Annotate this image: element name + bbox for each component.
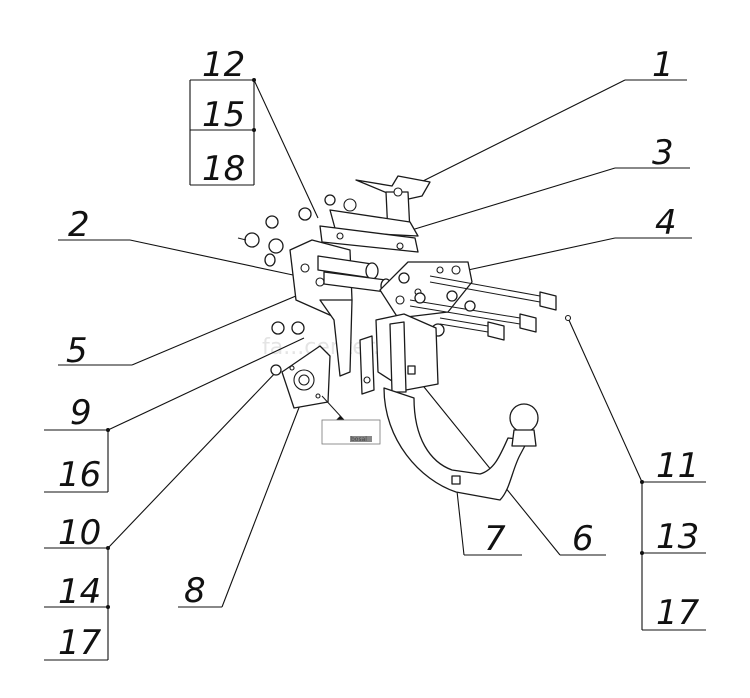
part-11-bolts — [409, 275, 572, 341]
callout-6: 6 — [572, 519, 594, 559]
callout-12: 12 — [202, 45, 245, 85]
part-3-crossbar — [319, 225, 419, 253]
tag-brand: bosal — [351, 436, 367, 443]
part-5-connector — [359, 335, 375, 395]
callout-10: 10 — [58, 513, 101, 553]
callout-14: 14 — [58, 572, 101, 612]
callout-5: 5 — [66, 331, 88, 371]
callout-18: 18 — [202, 149, 245, 189]
callout-2: 2 — [68, 205, 90, 245]
part-4-right-plate — [379, 261, 473, 319]
callout-8: 8 — [184, 571, 206, 611]
callout-4: 4 — [655, 203, 677, 243]
callout-13: 13 — [656, 517, 699, 557]
leader-lines — [44, 78, 706, 661]
callout-7: 7 — [484, 519, 506, 559]
callout-3: 3 — [652, 133, 674, 173]
part-7-ball-neck — [451, 475, 461, 485]
callout-1: 1 — [652, 45, 674, 85]
part-1-top-bracket — [329, 175, 431, 237]
callout-17-right: 17 — [656, 593, 700, 633]
callout-16: 16 — [58, 455, 101, 495]
callout-17-left: 17 — [58, 623, 102, 663]
nuts-and-washers — [237, 194, 476, 376]
part-6-towbar — [375, 313, 539, 501]
callout-9: 9 — [70, 393, 92, 433]
bosal-tag: bosal — [321, 419, 381, 445]
part-8-socket-plate — [281, 345, 346, 422]
callout-labels: 1 3 4 2 5 12 15 18 9 16 10 14 17 8 7 6 1… — [58, 45, 700, 663]
callout-11: 11 — [656, 446, 699, 486]
callout-15: 15 — [202, 95, 245, 135]
